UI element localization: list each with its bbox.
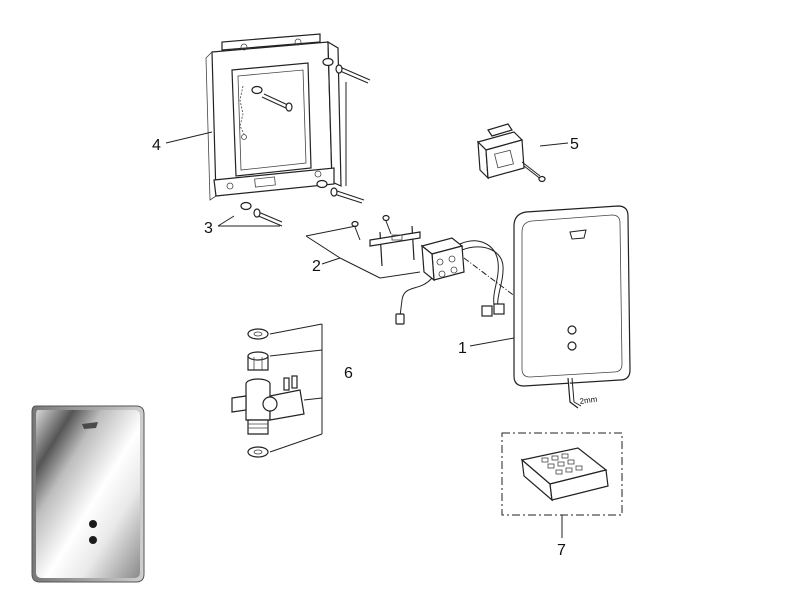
callout-3: 3 xyxy=(204,220,213,237)
brand-logo-icon xyxy=(82,422,98,429)
hex-key-tool: 2mm xyxy=(567,377,598,409)
hex-key-size-label: 2mm xyxy=(579,395,598,406)
cover-plate xyxy=(513,205,631,387)
bracket-and-terminal xyxy=(351,214,521,325)
finished-cover-photo xyxy=(31,405,145,583)
remote-control-box xyxy=(501,432,623,516)
valve-assembly xyxy=(231,323,323,458)
callout-4: 4 xyxy=(152,137,161,154)
solenoid-module xyxy=(476,123,546,183)
callout-1: 1 xyxy=(458,340,467,357)
callout-5: 5 xyxy=(570,136,579,153)
mounting-frame xyxy=(205,33,342,201)
screws-and-washers xyxy=(240,57,371,227)
callout-7: 7 xyxy=(557,542,566,559)
sensor-led-icon xyxy=(89,536,97,544)
callout-6: 6 xyxy=(344,365,353,382)
callout-2: 2 xyxy=(312,258,321,275)
callout-leaders xyxy=(165,131,569,538)
sensor-window-icon xyxy=(89,520,97,528)
